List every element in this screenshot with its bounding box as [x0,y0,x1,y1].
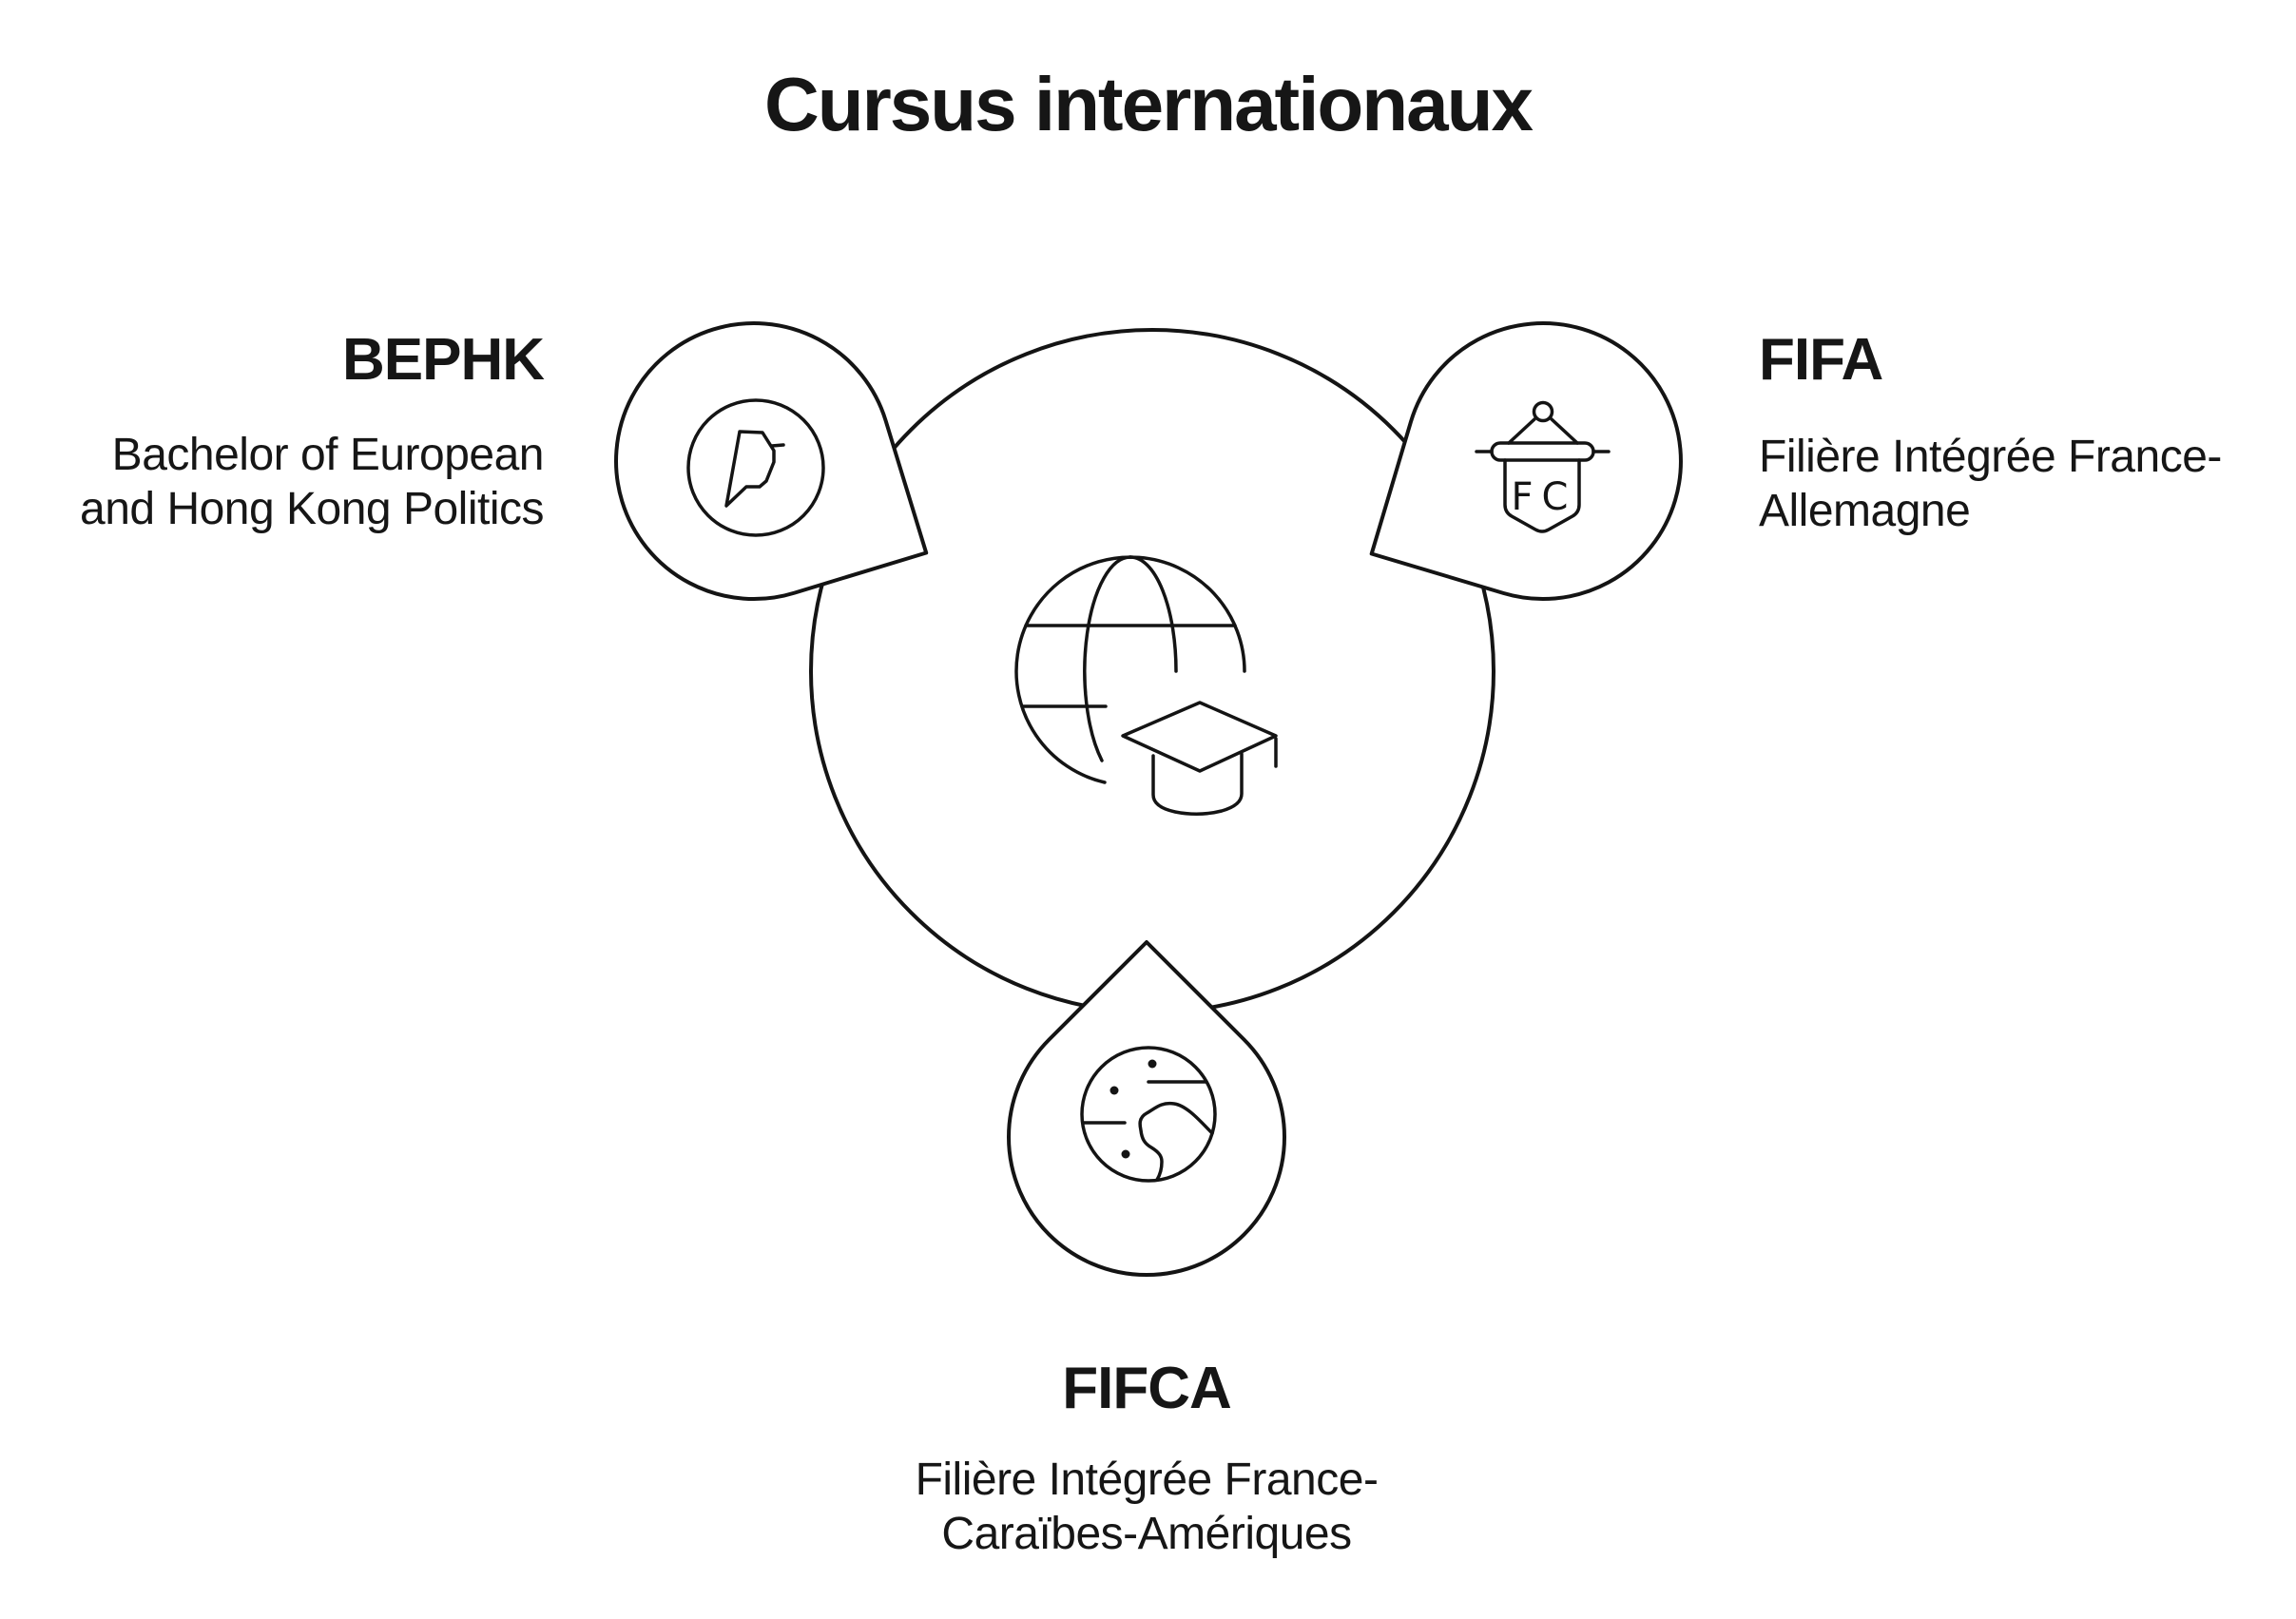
pennant-ring [1532,400,1554,423]
fifca-name: Filière Intégrée France- Caraïbes-Amériq… [915,1455,1379,1559]
fifca-pin-shape [1007,940,1286,1277]
pennant-cord-right [1550,417,1579,445]
bephk-pin-shape [614,321,929,601]
planet-dot-2 [1109,1086,1119,1095]
globe-outline [1014,555,1246,784]
planet-dot-1 [1148,1059,1157,1069]
planet-dot-3 [1121,1149,1130,1159]
center-circle [809,328,1495,1014]
page-title: Cursus internationaux [763,62,1534,146]
globe-meridian-left [1083,555,1132,762]
globe-graduation-cap-icon [1014,555,1278,816]
pennant-shield [1503,458,1581,533]
globe-meridian-right [1129,555,1178,673]
fifa-pin: FC [1369,321,1683,602]
planet-landmass [1138,1101,1214,1182]
pennant-label: FC [1512,475,1577,519]
bephk-code: BEPHK [341,327,545,393]
map-region-icon [724,430,785,508]
fifca-pin [1007,940,1286,1277]
fifa-code: FIFA [1759,327,1883,393]
pennant-icon: FC [1475,400,1611,533]
fifa-name: Filière Intégrée France- Allemagne [1759,432,2222,536]
bephk-icon-circle [686,398,825,537]
bephk-name: Bachelor of European and Hong Kong Polit… [80,430,544,534]
cap-board [1121,701,1278,773]
planet-icon [1080,1046,1217,1183]
pennant-cord-left [1507,417,1536,445]
bephk-pin [614,321,929,601]
fifca-code: FIFCA [1062,1356,1232,1421]
cap-band [1151,752,1244,816]
planet-circle [1080,1046,1217,1183]
